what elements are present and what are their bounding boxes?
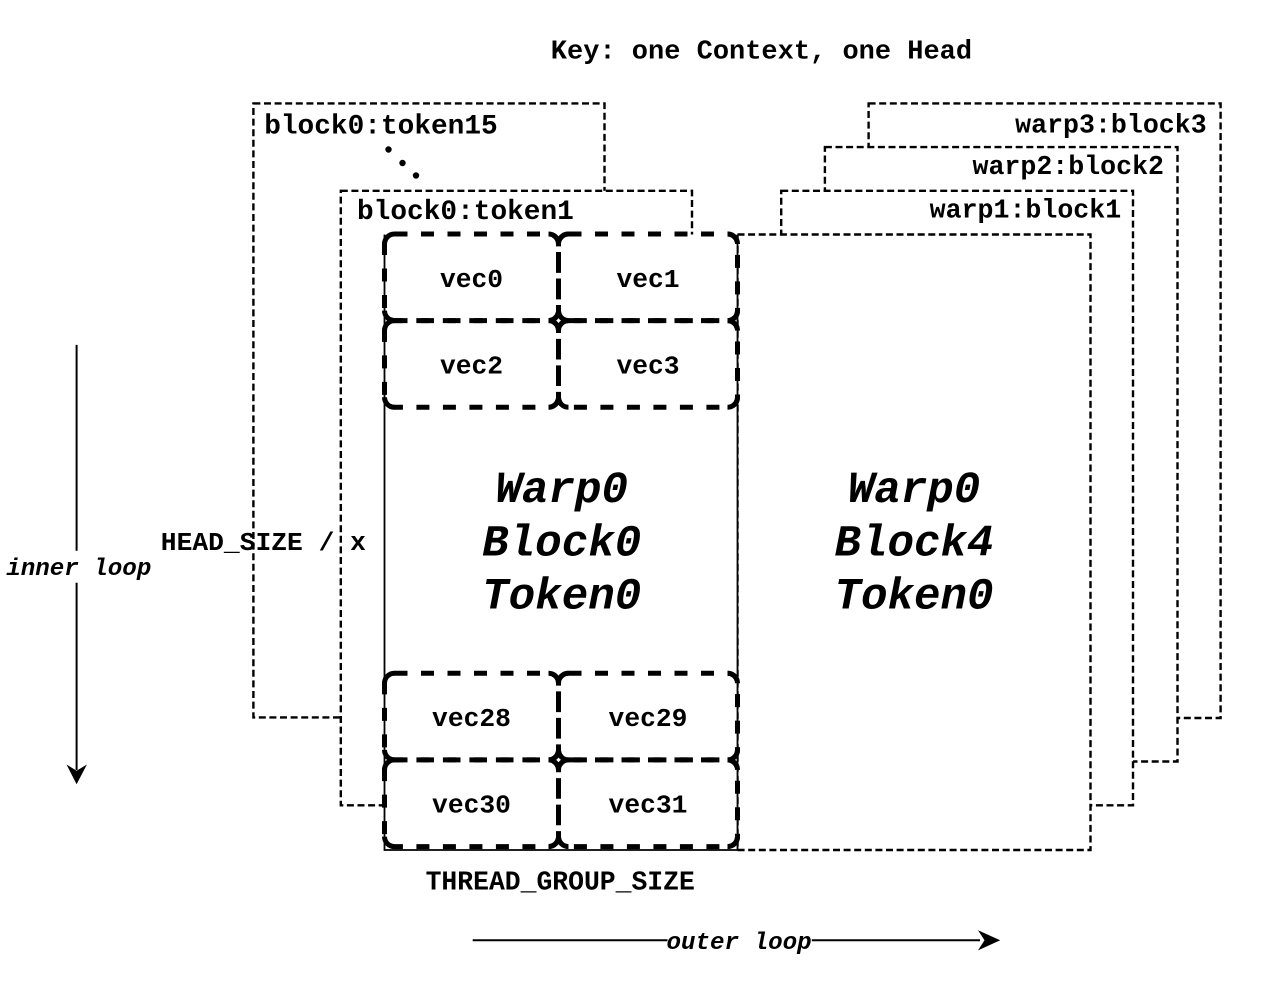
svg-text:vec2: vec2 — [440, 351, 503, 381]
svg-text:warp3:block3: warp3:block3 — [1015, 111, 1207, 141]
svg-text:Block4: Block4 — [834, 520, 993, 570]
svg-text:vec30: vec30 — [432, 791, 511, 821]
svg-text:vec29: vec29 — [609, 704, 688, 734]
svg-text:HEAD_SIZE / x: HEAD_SIZE / x — [161, 528, 366, 558]
svg-text:THREAD_GROUP_SIZE: THREAD_GROUP_SIZE — [426, 868, 695, 898]
svg-text:vec1: vec1 — [616, 265, 679, 295]
svg-text:vec28: vec28 — [432, 704, 511, 734]
svg-text:Warp0: Warp0 — [848, 466, 981, 516]
svg-text:vec3: vec3 — [616, 351, 679, 381]
svg-text:vec31: vec31 — [609, 791, 688, 821]
svg-text:Token0: Token0 — [834, 573, 993, 623]
svg-text:Warp0: Warp0 — [495, 466, 628, 516]
svg-text:Block0: Block0 — [482, 520, 641, 570]
svg-text:inner loop: inner loop — [6, 556, 151, 583]
svg-text:warp1:block1: warp1:block1 — [930, 196, 1122, 226]
svg-text:block0:token1: block0:token1 — [357, 197, 574, 228]
svg-text:block0:token15: block0:token15 — [264, 112, 498, 143]
svg-text:vec0: vec0 — [440, 265, 503, 295]
svg-text:outer loop: outer loop — [667, 930, 812, 957]
svg-text:Key: one Context, one Head: Key: one Context, one Head — [551, 38, 972, 68]
svg-text:Token0: Token0 — [482, 573, 641, 623]
svg-text:warp2:block2: warp2:block2 — [972, 152, 1164, 182]
